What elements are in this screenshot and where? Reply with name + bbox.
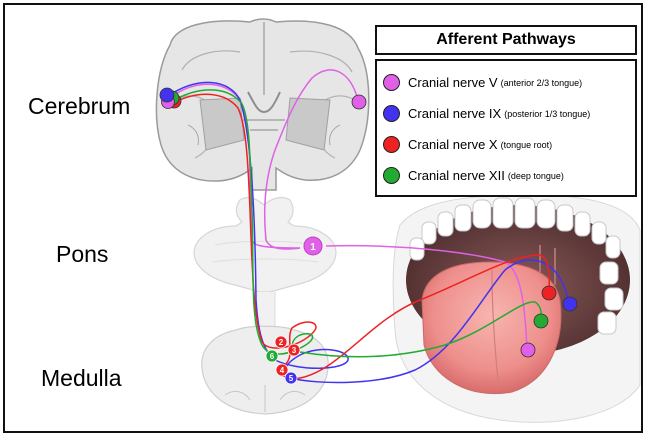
cerebrum-label: Cerebrum [28, 93, 131, 119]
legend-item-label: Cranial nerve XII [408, 168, 505, 183]
cn9-color-dot [383, 105, 400, 122]
legend-item-cn9: Cranial nerve IX (posterior 1/3 tongue) [383, 98, 629, 129]
legend-item-cn12: Cranial nerve XII (deep tongue) [383, 160, 629, 191]
legend-item-note: (posterior 1/3 tongue) [504, 108, 591, 119]
cn12-tongue-dot [533, 313, 549, 329]
pons-section [193, 196, 337, 331]
cn9-tongue-dot [562, 296, 578, 312]
nucleus-3-marker [287, 343, 301, 357]
legend-item-note: (deep tongue) [507, 170, 564, 181]
nucleus-2-marker [274, 335, 288, 349]
nucleus-6-label: 6 [270, 352, 275, 361]
cn10-pathway [174, 93, 550, 380]
nucleus-3-label: 3 [292, 346, 297, 355]
nucleus-2-label: 2 [279, 338, 284, 347]
cn10-tongue-dot [541, 285, 557, 301]
cn10-color-dot [383, 136, 400, 153]
nucleus-4-label: 4 [280, 366, 285, 375]
cn5-cortex-dot-right [351, 94, 367, 110]
cn5-color-dot [383, 74, 400, 91]
medulla-label: Medulla [41, 365, 122, 391]
legend-item-label: Cranial nerve X [408, 137, 498, 152]
pons-label: Pons [56, 241, 109, 267]
legend-item-cn5: Cranial nerve V (anterior 2/3 tongue) [383, 67, 629, 98]
cn5-tongue-dot [520, 342, 536, 358]
legend-box: Cranial nerve V (anterior 2/3 tongue) Cr… [375, 59, 637, 197]
cn5-pathway-tongue [325, 244, 528, 351]
legend-item-note: (tongue root) [500, 139, 553, 150]
nerve-pathways [167, 69, 569, 384]
legend-title: Afferent Pathways [375, 25, 637, 55]
nucleus-5-label: 5 [289, 374, 294, 383]
legend-item-label: Cranial nerve IX [408, 106, 502, 121]
cerebrum-section [155, 18, 370, 191]
legend-item-label: Cranial nerve V [408, 75, 498, 90]
cn12-color-dot [383, 167, 400, 184]
cn5-pathway-right [263, 69, 359, 250]
legend-item-cn10: Cranial nerve X (tongue root) [383, 129, 629, 160]
nucleus-4-marker [275, 363, 289, 377]
cn12-pathway [177, 89, 542, 358]
legend: Afferent Pathways Cranial nerve V (anter… [375, 25, 637, 197]
medulla-section [201, 325, 329, 415]
nucleus-6-marker [265, 349, 279, 363]
legend-item-note: (anterior 2/3 tongue) [500, 77, 583, 88]
nucleus-1-label: 1 [310, 242, 316, 253]
nucleus-markers: 1 2 3 4 5 6 [265, 236, 323, 385]
cn9-cortex-dot [159, 87, 175, 103]
nucleus-5-marker [284, 371, 298, 385]
receptor-dots [159, 87, 578, 358]
nucleus-1-marker [303, 236, 323, 256]
